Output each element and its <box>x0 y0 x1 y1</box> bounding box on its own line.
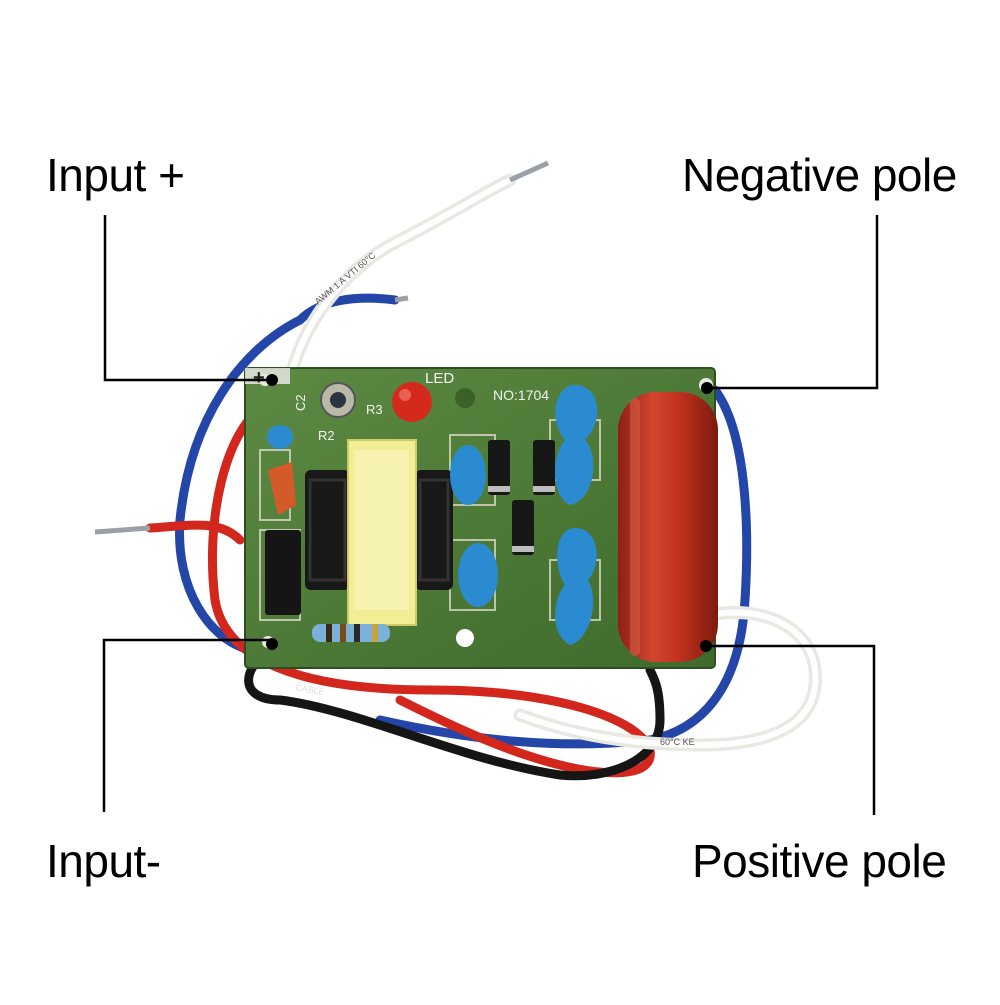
leader-negative <box>707 215 879 390</box>
blue-capacitor-1 <box>450 445 486 505</box>
red-wire-loop <box>208 400 655 778</box>
blue-wire-strip <box>394 295 409 303</box>
red-film-capacitor <box>618 392 718 662</box>
r3-label: R3 <box>366 402 383 417</box>
red-wire-strip <box>94 525 151 535</box>
white-wire-top <box>283 173 517 387</box>
wires <box>94 160 822 781</box>
leader-input-minus <box>102 638 272 812</box>
leader-lines <box>102 215 879 815</box>
blue-capacitor-4 <box>555 528 597 645</box>
orange-capacitor <box>268 462 296 515</box>
red-led <box>392 382 432 422</box>
components <box>265 374 718 662</box>
inductor-left <box>305 470 350 590</box>
label-input-plus: Input + <box>46 149 185 201</box>
diode-3 <box>512 500 534 555</box>
white-wire-strip <box>508 160 550 183</box>
small-blue-capacitor <box>267 425 293 449</box>
diode-1 <box>488 440 510 495</box>
blue-capacitor-2 <box>458 543 498 607</box>
inductor-right <box>415 470 453 590</box>
label-negative-pole: Negative pole <box>682 149 957 201</box>
blue-capacitor-3 <box>555 385 598 505</box>
blue-wire-top <box>295 293 400 325</box>
led-silkscreen: LED <box>425 370 454 387</box>
blue-wire-left <box>175 315 305 655</box>
plus-mark: + <box>253 367 265 389</box>
resistor <box>312 624 390 642</box>
leader-positive <box>706 644 876 815</box>
label-positive-pole: Positive pole <box>692 835 947 887</box>
blue-wire-right <box>375 385 752 749</box>
r2-label: R2 <box>318 428 335 443</box>
c2-label: C2 <box>293 394 308 411</box>
red-wire <box>145 520 245 545</box>
leader-input-plus <box>103 215 272 382</box>
diode-2 <box>533 440 555 495</box>
black-ic <box>265 530 301 615</box>
black-wire <box>244 645 665 781</box>
board-number: NO:1704 <box>493 387 549 403</box>
white-wire-print-lower: 60°C KE <box>660 737 695 747</box>
label-input-minus: Input- <box>46 835 161 887</box>
mount-hole <box>456 629 474 647</box>
